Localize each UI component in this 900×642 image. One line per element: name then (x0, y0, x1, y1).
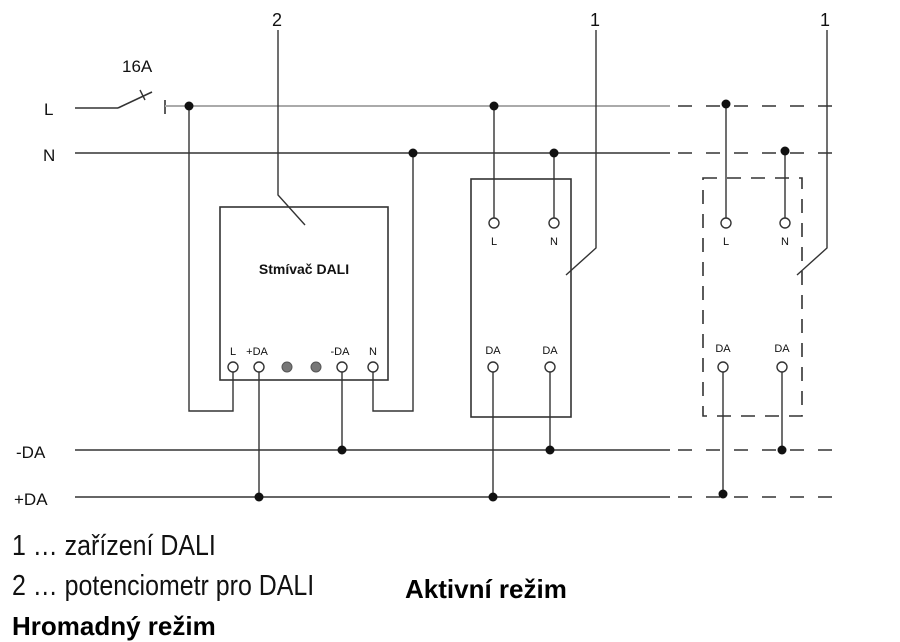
dimmer-title: Stmívač DALI (259, 261, 349, 277)
dali-device-2 (702, 177, 803, 417)
plus-da-bus-label: +DA (14, 490, 48, 509)
device-1-terminal-n (548, 217, 560, 229)
junction-dot (337, 445, 347, 455)
device-1-terminal-da1 (487, 361, 499, 373)
junction-dot (718, 489, 728, 499)
dimmer-terminal-plus-da (253, 361, 265, 373)
callout-2-number: 2 (272, 10, 282, 30)
junction-dot (184, 101, 194, 111)
dimmer-terminal-minus-da-label: -DA (331, 346, 351, 358)
device-1-terminal-da2 (544, 361, 556, 373)
device-2-terminal-da2 (776, 361, 788, 373)
breaker-rating: 16A (122, 57, 153, 76)
minus-da-bus-label: -DA (16, 443, 46, 462)
n-bus-label: N (43, 146, 55, 165)
device-2-l-label: L (723, 236, 729, 248)
device-1-da2-label: DA (542, 345, 558, 357)
dimmer-terminal-plus-da-label: +DA (246, 346, 268, 358)
device-2-terminal-l (720, 217, 732, 229)
callout-1b-number: 1 (820, 10, 830, 30)
callout-2-leader (277, 30, 306, 226)
dali-device-1 (470, 178, 572, 418)
junction-dot (777, 445, 787, 455)
device-1-n-label: N (550, 236, 558, 248)
junction-dot (408, 148, 418, 158)
junction-dot (549, 148, 559, 158)
dimmer-box (219, 206, 389, 381)
dimmer-terminal-l (227, 361, 239, 373)
junction-dot (545, 445, 555, 455)
device-2-da2-label: DA (774, 343, 790, 355)
dimmer-terminal-n-label: N (369, 346, 377, 358)
callout-1-number: 1 (590, 10, 600, 30)
dimmer-terminal-n (367, 361, 379, 373)
breaker-trip-mark (139, 89, 146, 101)
device-2-terminal-da1 (717, 361, 729, 373)
legend-item-1: 1 … zařízení DALI (12, 530, 216, 562)
junction-dot (489, 101, 499, 111)
device-2-n-label: N (781, 236, 789, 248)
wiring-diagram: Stmívač DALI L +DA -DA N L N DA DA (14, 10, 840, 509)
device-1-da1-label: DA (485, 345, 501, 357)
junction-dot (780, 146, 790, 156)
junction-dot (488, 492, 498, 502)
callout-1-leader (565, 30, 597, 276)
dimmer-n-wire (372, 153, 414, 412)
bottom-label: Hromadný režim (12, 611, 216, 641)
dimmer-indicator-1 (281, 361, 293, 373)
l-bus-label: L (44, 100, 53, 119)
dimmer-indicator-2 (310, 361, 322, 373)
junction-dot (254, 492, 264, 502)
legend-item-2: 2 … potenciometr pro DALI (12, 570, 315, 602)
dimmer-terminal-minus-da (336, 361, 348, 373)
mode-label: Aktivní režim (405, 574, 567, 604)
dimmer-terminal-l-label: L (230, 346, 236, 358)
device-1-l-label: L (491, 236, 497, 248)
device-1-terminal-l (488, 217, 500, 229)
dimmer-l-wire (188, 106, 234, 412)
device-2-terminal-n (779, 217, 791, 229)
device-2-da1-label: DA (715, 343, 731, 355)
junction-dot (721, 99, 731, 109)
breaker-switch-blade (117, 91, 153, 109)
callout-1b-leader (796, 30, 828, 276)
